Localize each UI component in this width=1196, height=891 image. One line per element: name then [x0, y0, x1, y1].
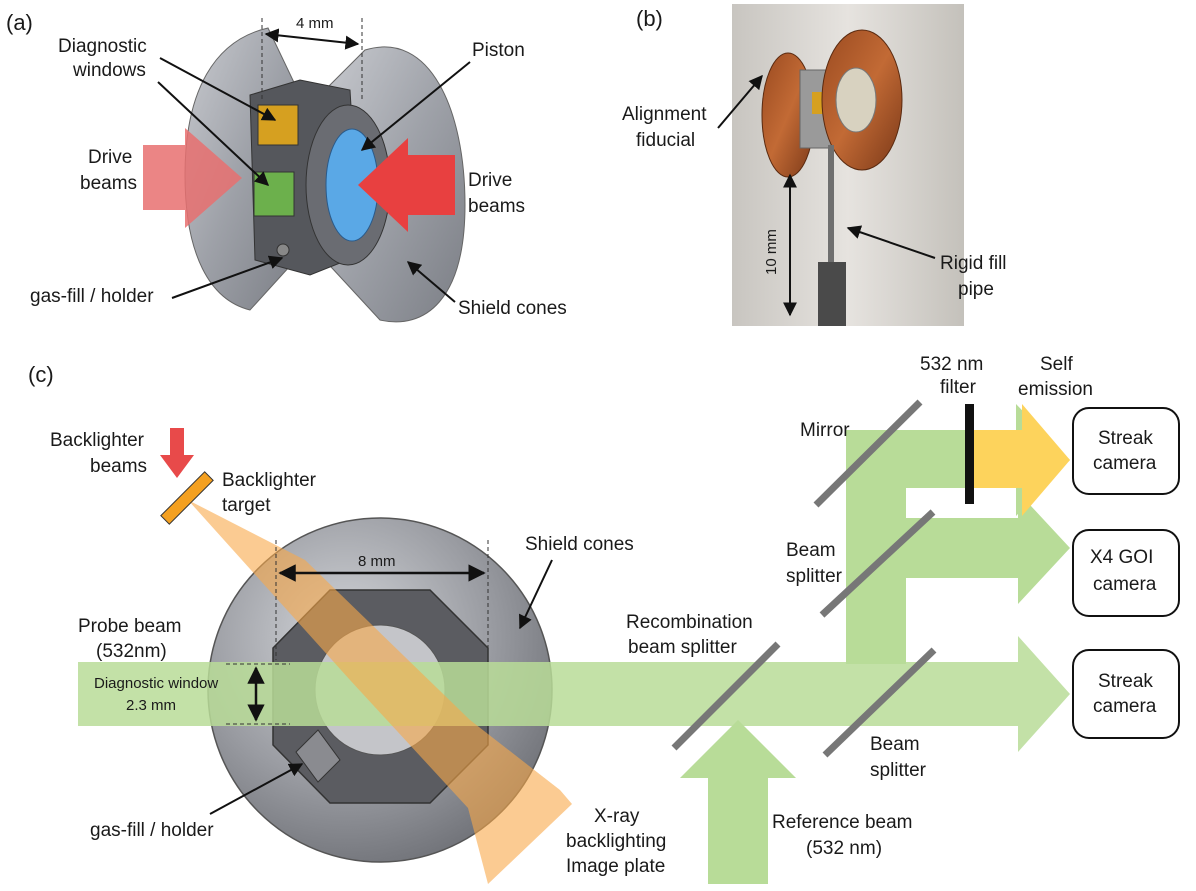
mirror: [813, 399, 923, 508]
diagnostic-window-green: [253, 171, 295, 217]
xray-beam: [188, 500, 572, 884]
backlighter-target: [160, 471, 214, 525]
label-beam-splitter-top-2: splitter: [786, 566, 843, 587]
arrow-diag-window-1: [159, 57, 277, 121]
panel-c-tag: (c): [28, 362, 54, 387]
photo-holder: [818, 262, 846, 326]
gas-fill-port: [295, 729, 341, 783]
label-diagnostic-windows-2: windows: [72, 60, 146, 81]
arrow-gas-fill-c: [209, 763, 304, 815]
reference-beam: [680, 720, 796, 884]
label-drive-beams-left-2: beams: [80, 173, 137, 194]
arrow-shield-cones-c: [519, 559, 553, 630]
label-backlighter-target-1: Backlighter: [222, 470, 317, 491]
label-shield-cones-c: Shield cones: [525, 534, 634, 555]
dim-4mm-arrow: [264, 28, 360, 50]
dim-8mm-label: 8 mm: [358, 553, 396, 570]
label-xray-3: Image plate: [566, 856, 665, 877]
recombination-beam-splitter: [671, 641, 781, 751]
label-self-emission-1: Self: [1040, 354, 1073, 375]
diagnostic-window-amber: [257, 104, 299, 146]
label-alignment-1: Alignment: [622, 104, 707, 125]
label-streak-top-1: Streak: [1098, 428, 1153, 449]
label-streak-top-2: camera: [1093, 453, 1157, 474]
arrow-alignment: [717, 74, 763, 129]
label-gas-fill-c: gas-fill / holder: [90, 820, 214, 841]
label-self-emission-2: emission: [1018, 379, 1093, 400]
beam-splitter-bottom: [822, 647, 937, 758]
label-mirror: Mirror: [800, 420, 850, 441]
label-backlighter-beams-1: Backlighter: [50, 430, 145, 451]
label-reference-1: Reference beam: [772, 812, 912, 833]
label-streak-bottom-1: Streak: [1098, 671, 1153, 692]
label-alignment-2: fiducial: [636, 130, 695, 151]
label-drive-beams-right-2: beams: [468, 196, 525, 217]
label-fill-pipe-2: pipe: [958, 279, 994, 300]
label-piston: Piston: [472, 40, 525, 61]
streak-camera-top: [1072, 407, 1180, 495]
label-diag-window-2: 2.3 mm: [126, 697, 176, 714]
filter-532nm: [965, 404, 974, 504]
label-goi-2: camera: [1093, 574, 1157, 595]
label-diagnostic-windows-1: Diagnostic: [58, 36, 147, 57]
label-beam-splitter-bottom-1: Beam: [870, 734, 920, 755]
label-streak-bottom-2: camera: [1093, 696, 1157, 717]
drive-beam-right: [358, 138, 455, 232]
streak-camera-bottom: [1072, 649, 1180, 739]
arrow-shield-cones-a: [406, 261, 456, 303]
label-backlighter-target-2: target: [222, 495, 271, 516]
photo-piston: [835, 67, 877, 133]
label-probe-beam-1: Probe beam: [78, 616, 182, 637]
label-reference-2: (532 nm): [806, 838, 882, 859]
label-beam-splitter-top-1: Beam: [786, 540, 836, 561]
goi-camera: [1072, 529, 1180, 617]
arrow-piston: [360, 61, 471, 151]
label-recomb-1: Recombination: [626, 612, 753, 633]
label-beam-splitter-bottom-2: splitter: [870, 760, 927, 781]
photo-window: [812, 92, 824, 114]
backlighter-beam-arrow: [160, 428, 194, 478]
label-shield-cones-a: Shield cones: [458, 298, 567, 319]
label-probe-beam-2: (532nm): [96, 641, 167, 662]
middle-branch-beam: [906, 492, 1070, 604]
panel-c: (c) 8 mm: [28, 354, 1180, 884]
probe-beam: [78, 636, 1070, 752]
label-backlighter-beams-2: beams: [90, 456, 147, 477]
label-filter-1: 532 nm: [920, 354, 983, 375]
label-gas-fill-a: gas-fill / holder: [30, 286, 154, 307]
gas-fill-hole: [276, 243, 290, 257]
label-xray-1: X-ray: [594, 806, 640, 827]
beam-splitter-top: [819, 509, 936, 618]
arrow-diag-window-2: [157, 81, 270, 186]
arrow-gas-fill-a: [171, 255, 284, 299]
panel-b: (b) Alignment fiducial 10 mm Rigid fill …: [622, 4, 1007, 326]
label-goi-1: X4 GOI: [1090, 547, 1153, 568]
photo-fill-pipe: [828, 145, 834, 270]
label-drive-beams-left-1: Drive: [88, 147, 132, 168]
panel-a: (a) 4 mm Diagnostic windows Piston Drive…: [6, 10, 567, 323]
label-fill-pipe-1: Rigid fill: [940, 253, 1007, 274]
label-recomb-2: beam splitter: [628, 637, 737, 658]
label-diag-window-1: Diagnostic window: [94, 675, 218, 692]
label-xray-2: backlighting: [566, 831, 666, 852]
dim-4mm-label: 4 mm: [296, 15, 334, 32]
label-drive-beams-right-1: Drive: [468, 170, 512, 191]
panel-a-tag: (a): [6, 10, 33, 35]
arrow-fill-pipe: [846, 225, 936, 259]
self-emission-beam: [970, 404, 1070, 516]
dim-10mm-label: 10 mm: [763, 229, 780, 275]
label-filter-2: filter: [940, 377, 977, 398]
panel-b-tag: (b): [636, 6, 663, 31]
drive-beam-left: [143, 128, 242, 228]
